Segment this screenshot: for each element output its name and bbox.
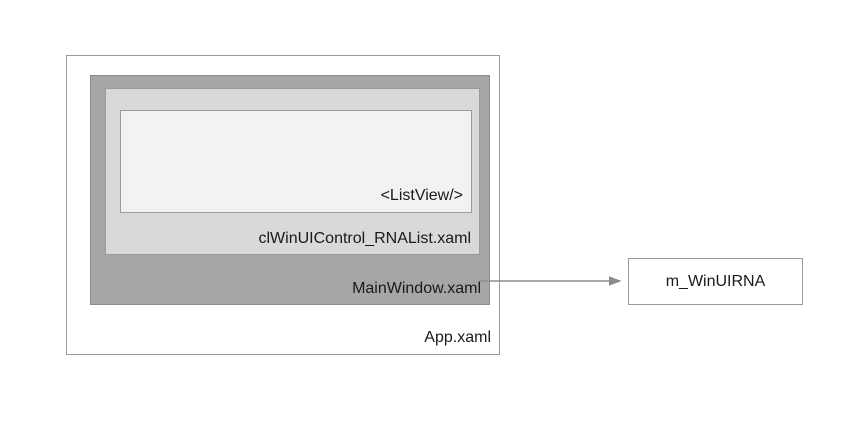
box-label-listview: <ListView/>	[380, 187, 463, 204]
box-label-app-xaml: App.xaml	[424, 329, 491, 346]
box-m-winuirna[interactable]: m_WinUIRNA	[628, 258, 803, 305]
box-label-clwinuicontrol-rnalist-xaml: clWinUIControl_RNAList.xaml	[258, 230, 472, 247]
box-label-m-winuirna: m_WinUIRNA	[665, 273, 766, 290]
box-listview[interactable]: <ListView/>	[120, 110, 472, 213]
box-label-mainwindow-xaml: MainWindow.xaml	[352, 280, 481, 297]
